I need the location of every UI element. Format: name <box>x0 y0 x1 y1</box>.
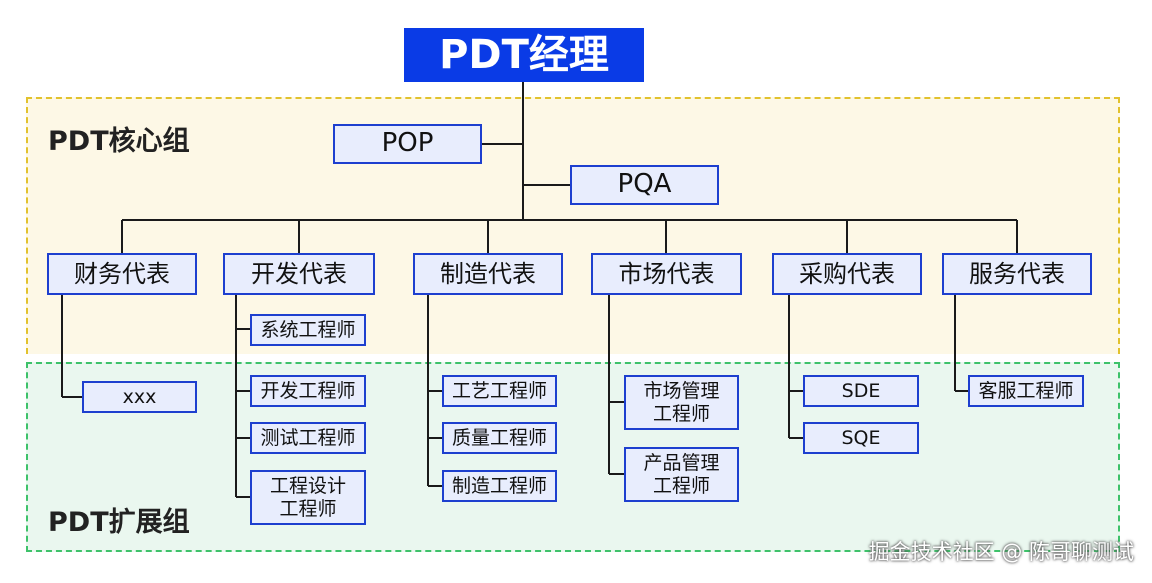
finance-engineer-xxx: xxx <box>82 381 197 413</box>
core-group-zone <box>26 97 1120 354</box>
dev-engineer-design: 工程设计 工程师 <box>250 470 366 525</box>
rep-service: 服务代表 <box>942 253 1092 295</box>
purchase-engineer-sde: SDE <box>803 375 919 407</box>
extended-group-zone <box>26 362 1120 552</box>
watermark: 掘金技术社区 @ 陈哥聊测试 <box>868 540 1134 564</box>
mfg-engineer-process: 工艺工程师 <box>442 375 557 407</box>
mfg-engineer-quality: 质量工程师 <box>442 422 557 454</box>
pqa-box: PQA <box>570 165 719 205</box>
pop-box: POP <box>333 124 482 164</box>
pdt-manager-box: PDT经理 <box>404 28 644 82</box>
rep-marketing: 市场代表 <box>591 253 742 295</box>
market-engineer-market-mgmt: 市场管理 工程师 <box>624 375 739 430</box>
rep-purchasing: 采购代表 <box>772 253 922 295</box>
rep-manufacturing: 制造代表 <box>413 253 563 295</box>
dev-engineer-system: 系统工程师 <box>250 314 366 346</box>
core-group-label: PDT核心组 <box>48 126 190 157</box>
rep-finance: 财务代表 <box>47 253 197 295</box>
purchase-engineer-sqe: SQE <box>803 422 919 454</box>
mfg-engineer-manufacturing: 制造工程师 <box>442 470 557 502</box>
dev-engineer-test: 测试工程师 <box>250 422 366 454</box>
service-engineer-customer: 客服工程师 <box>968 375 1084 407</box>
extended-group-label: PDT扩展组 <box>48 507 190 538</box>
market-engineer-product-mgmt: 产品管理 工程师 <box>624 447 739 502</box>
dev-engineer-development: 开发工程师 <box>250 375 366 407</box>
rep-development: 开发代表 <box>223 253 375 295</box>
